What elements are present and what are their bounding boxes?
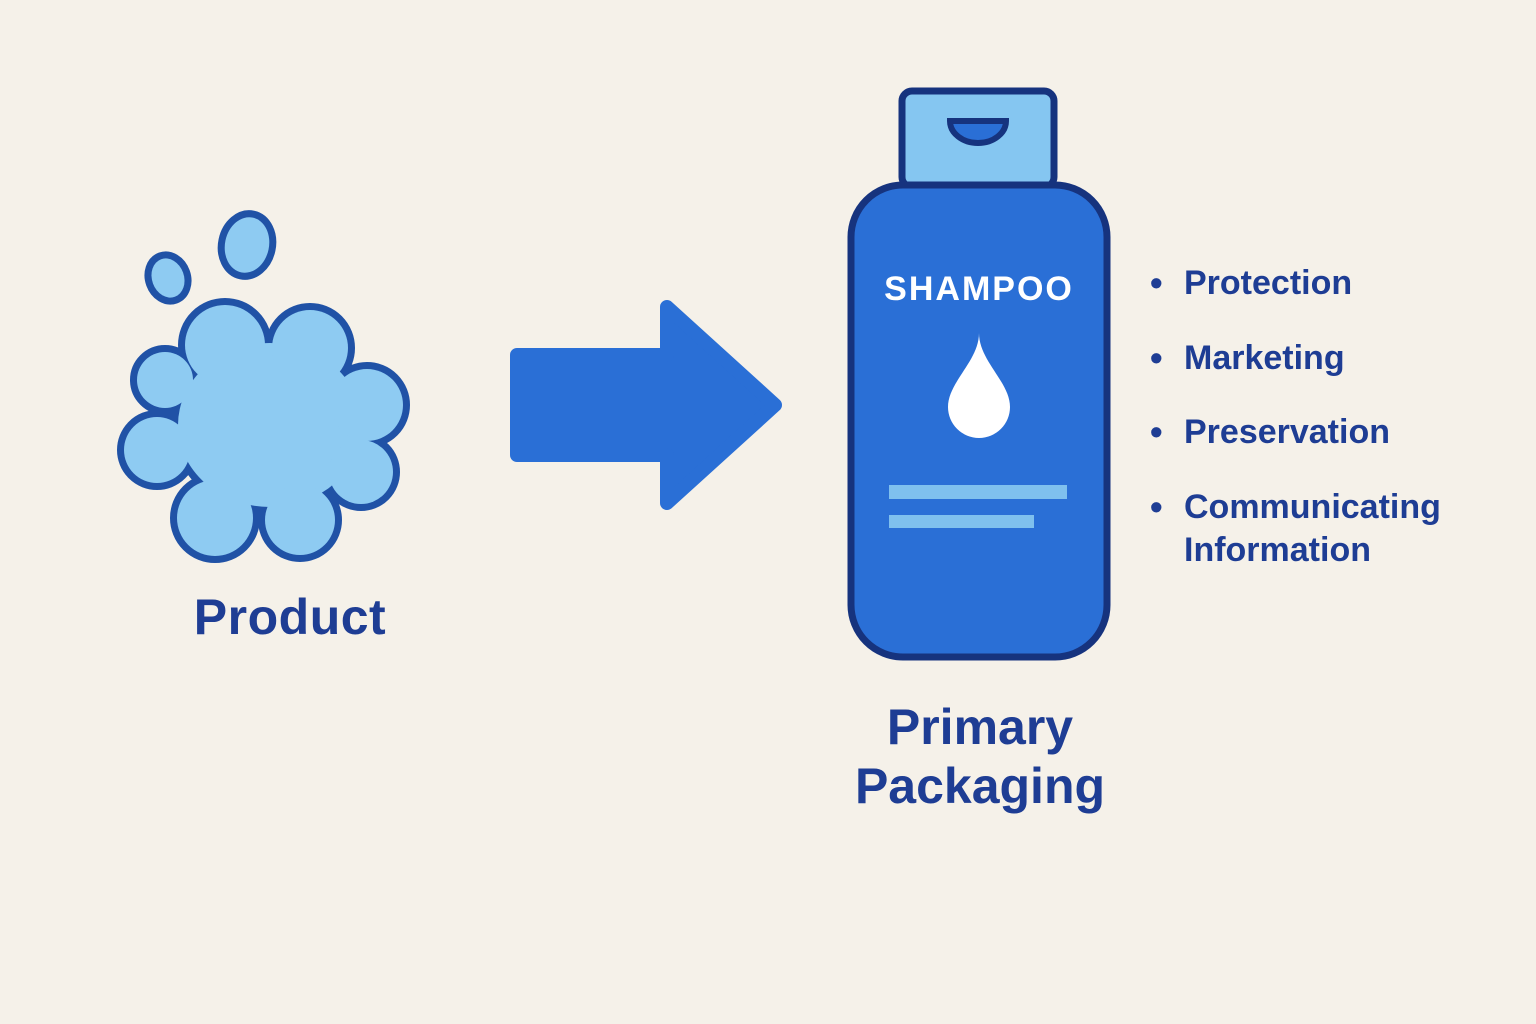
packaging-label-line2: Packaging: [854, 758, 1106, 814]
bottle-brand-text: SHAMPOO: [884, 270, 1074, 308]
benefit-list: Protection Marketing Preservation Commun…: [1150, 260, 1495, 604]
product-label: Product: [193, 589, 387, 645]
arrow-shape: [510, 300, 782, 510]
benefit-item-marketing: Marketing: [1150, 335, 1495, 381]
label-bar: [889, 515, 1034, 528]
packaging-label-line1: Primary: [886, 699, 1074, 755]
benefit-item-communicating-information: Communicating Information: [1150, 484, 1495, 573]
benefit-item-protection: Protection: [1150, 260, 1495, 306]
cap-nozzle-icon: [946, 118, 1010, 146]
label-bar: [889, 485, 1067, 499]
droplet-icon: [948, 333, 1010, 438]
benefit-item-preservation: Preservation: [1150, 409, 1495, 455]
shampoo-bottle-icon: SHAMPOO: [847, 87, 1111, 661]
packaging-label: Primary Packaging: [790, 698, 1170, 816]
product-splash-icon: [115, 200, 425, 565]
right-arrow-icon: [510, 300, 782, 510]
